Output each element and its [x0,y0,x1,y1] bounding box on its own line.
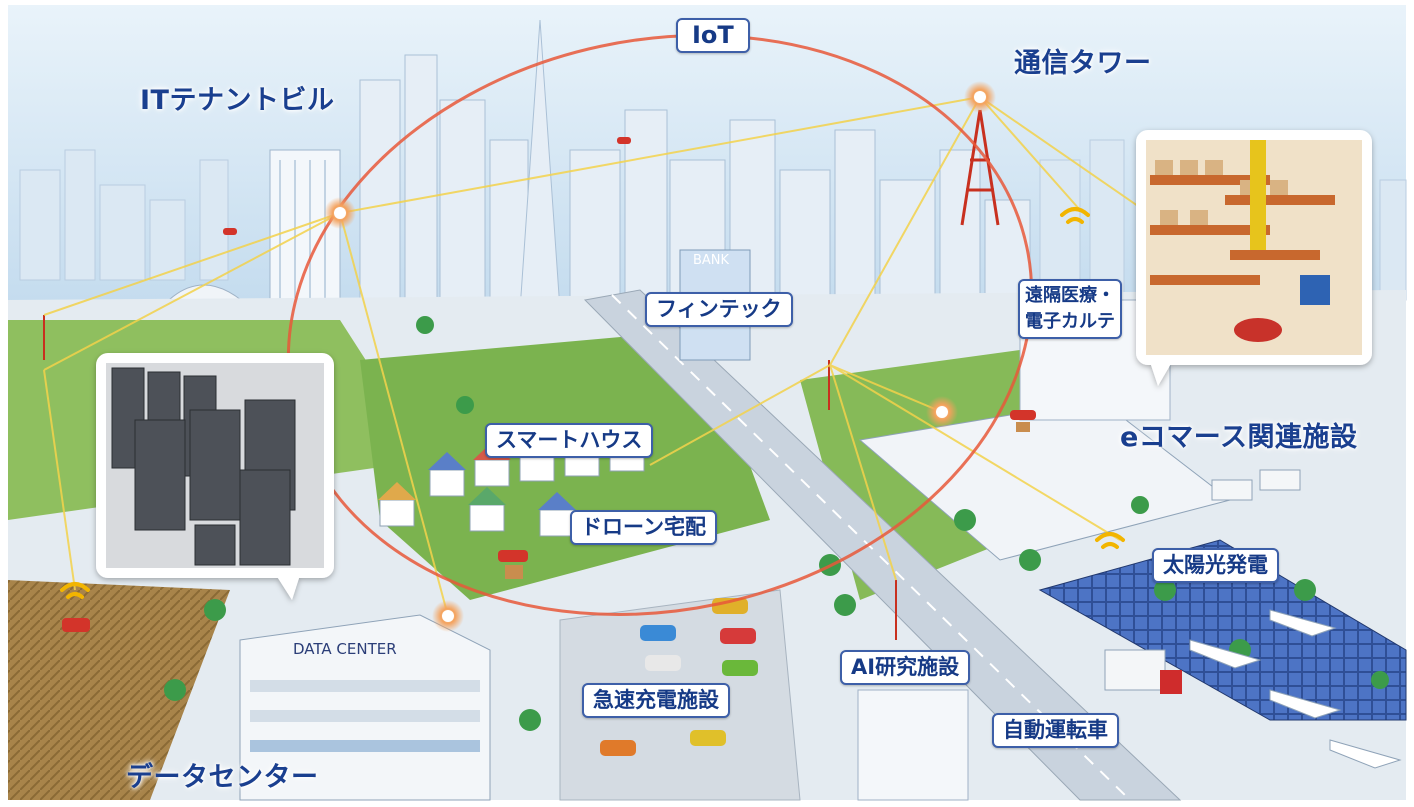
farm-field [8,580,230,800]
it-tenant-building-label: ITテナントビル [140,85,335,116]
bank-sign: BANK [693,253,730,268]
iot-label: IoT [676,18,750,53]
solar-power-label: 太陽光発電 [1152,548,1279,584]
airplanes [1189,609,1402,769]
parked-cars [600,598,758,756]
trees [164,316,1389,731]
small-antenna-towers [43,315,897,640]
it-tenant-tower [269,149,341,311]
communication-tower-label: 通信タワー [1014,48,1152,79]
ai-lab-building [857,689,969,801]
drone-delivery-label: ドローン宅配 [570,510,717,546]
data-center-building [239,614,491,801]
delivery-trucks [1104,469,1301,694]
telemedicine-label-line-2: 電子カルテ [1025,311,1115,333]
quick-charging-facility-label: 急速充電施設 [582,683,730,719]
data-center-label: データセンター [126,762,319,793]
wifi-icons [60,207,1125,599]
warehouse-callout [1136,130,1372,386]
ecommerce-facility-label: eコマース関連施設 [1120,422,1358,453]
communication-tower [960,109,1000,226]
iot-nodes [324,81,996,632]
smart-house-label: スマートハウス [485,423,654,459]
tractor [62,618,90,632]
telemedicine-label: 遠隔医療・ 電子カルテ [1018,279,1122,340]
fintech-label: フィンテック [645,292,793,328]
server-room-callout [96,353,334,600]
data-center-sign: DATA CENTER [293,640,397,658]
drones [223,137,1036,579]
ai-research-facility-label: AI研究施設 [840,650,971,686]
autonomous-car-label: 自動運転車 [992,713,1119,749]
network-lines [43,96,1181,617]
telemedicine-label-line-1: 遠隔医療・ [1025,285,1115,306]
